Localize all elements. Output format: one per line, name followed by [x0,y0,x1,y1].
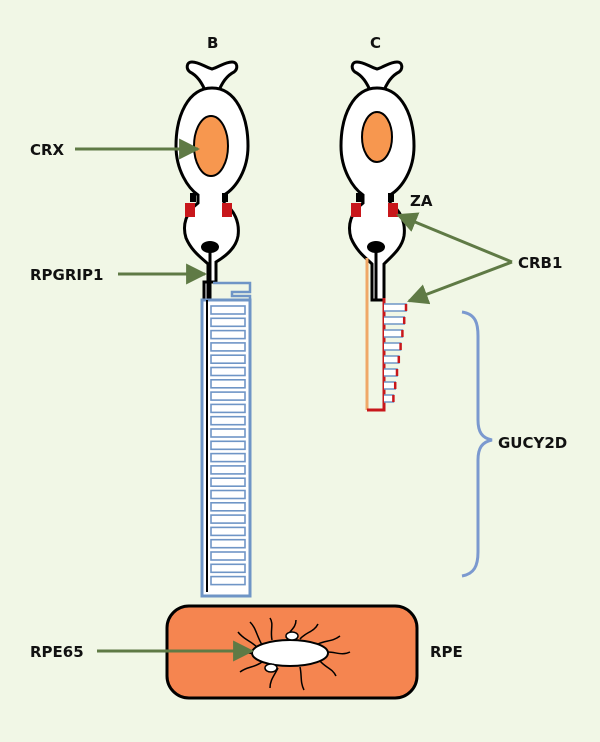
disc [210,428,246,438]
junction-b-left-dark [190,193,196,202]
disc [210,501,246,512]
cone-disc [384,381,396,390]
synaptic-terminal-b [185,60,239,94]
cone-disc [384,394,395,403]
arrow-crb1-upper [396,212,513,264]
junction-b-right-dark [222,193,228,202]
cone-disc [384,329,404,338]
rpe65-bubble-bottom [264,663,278,673]
junction-c-right-dark [388,193,394,202]
cell-body-c [339,86,416,302]
disc [210,354,246,365]
cone-outer-segment-red [367,298,386,412]
junction-b-left [185,203,195,217]
label-crb1: CRB1 [518,254,562,272]
label-rpe65: RPE65 [30,643,84,661]
basal-body-c [367,241,385,253]
label-panel-c: C [370,34,381,52]
basal-body-b [201,241,219,253]
synaptic-terminal-c [350,60,404,94]
disc [210,489,246,500]
disc [210,538,246,549]
disc-stack-c [384,303,408,403]
disc [210,551,246,561]
nucleus-b [193,115,229,177]
disc [210,575,246,586]
rpe65-organelle [251,639,329,667]
label-rpgrip1: RPGRIP1 [30,266,103,284]
gucy2d-brace [461,310,493,578]
photoreceptor-b [174,60,252,598]
disc [210,465,246,475]
cone-disc [384,355,400,364]
rpe65-bubble-top [285,631,299,641]
disc [210,342,246,352]
rpe-cell [165,604,419,700]
arrows [75,138,513,662]
disc [210,477,246,488]
disc [210,366,246,377]
junction-c-left [351,203,361,217]
photoreceptor-c [339,60,416,412]
disc [210,305,246,315]
disc [210,452,246,463]
disc [210,415,246,426]
disc [210,329,246,340]
disc [210,563,246,574]
label-za: ZA [410,192,433,210]
disc-stack-b [210,305,246,586]
connecting-cilium-b [213,281,252,300]
label-panel-b: B [207,34,218,52]
junction-c-left-dark [356,193,362,202]
disc [210,514,246,524]
label-crx: CRX [30,141,65,159]
cone-disc [384,342,402,351]
cone-disc [384,316,405,325]
disc [210,440,246,451]
junction-b-right [222,203,232,217]
disc [210,391,246,401]
cone-disc [384,368,398,377]
label-rpe: RPE [430,643,463,661]
disc [210,526,246,537]
nucleus-c [361,111,393,163]
cone-disc [384,303,407,312]
label-gucy2d: GUCY2D [498,434,567,452]
disc [210,317,246,328]
arrow-crb1-lower [407,260,513,305]
junction-c-right [388,203,398,217]
disc [210,378,246,389]
disc [210,403,246,414]
